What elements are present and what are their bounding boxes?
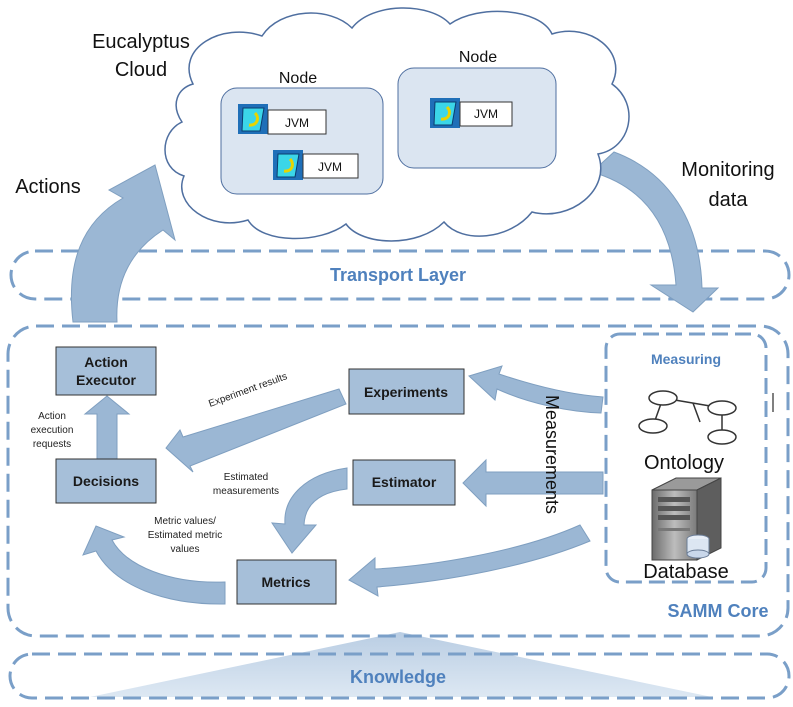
java-icon: [238, 104, 268, 134]
eucalyptus-cloud: Eucalyptus Cloud Node JVM JVM: [92, 7, 630, 242]
arrow-measuring-to-experiments: [468, 365, 604, 414]
node-2: Node JVM: [397, 49, 557, 169]
knowledge-label: Knowledge: [350, 667, 446, 687]
arrow-measuring-to-metrics: [348, 524, 591, 597]
svg-text:Metrics: Metrics: [261, 574, 310, 590]
loop-arrows: [70, 151, 720, 323]
action-requests-label: Action execution requests: [31, 411, 74, 450]
java-icon: [273, 150, 303, 180]
measuring-panel: [604, 332, 768, 584]
cloud-title-line1: Eucalyptus: [92, 31, 190, 53]
transport-layer: Transport Layer: [9, 249, 791, 301]
actions-label: Actions: [15, 176, 81, 198]
monitoring-label-line2: data: [709, 189, 749, 211]
svg-text:Estimated: Estimated: [224, 472, 268, 483]
cloud-title-line2: Cloud: [115, 59, 167, 81]
jvm-box: [459, 101, 513, 127]
java-icon: [430, 98, 460, 128]
jvm-label: JVM: [285, 116, 309, 130]
database-label: Database: [643, 561, 729, 583]
svg-text:Decisions: Decisions: [73, 473, 139, 489]
samm-core-label: SAMM Core: [667, 601, 768, 621]
experiments-box: Experiments: [348, 368, 465, 415]
svg-text:requests: requests: [33, 439, 71, 450]
metric-values-label: Metric values/ Estimated metric values: [148, 516, 222, 555]
arrow-measuring-to-estimator: [462, 458, 604, 508]
samm-core-border: [6, 324, 790, 638]
node-2-label: Node: [459, 49, 497, 66]
metrics-box: Metrics: [236, 559, 337, 605]
ontology-label: Ontology: [644, 452, 724, 474]
monitoring-label-line1: Monitoring: [681, 159, 774, 181]
svg-text:Action: Action: [38, 411, 66, 422]
transport-border: [9, 249, 791, 301]
samm-core: SAMM Core Measuring Ontology: [6, 324, 790, 638]
arrow-decisions-to-executor: [83, 395, 131, 460]
svg-text:execution: execution: [31, 425, 74, 436]
core-arrows: [82, 365, 604, 605]
transport-label: Transport Layer: [330, 265, 466, 285]
arrow-experiment-results: [165, 388, 347, 473]
svg-text:Estimator: Estimator: [372, 474, 437, 490]
svg-text:Action: Action: [84, 354, 128, 370]
knowledge-border: [8, 652, 791, 700]
knowledge-triangle: [90, 632, 712, 697]
jvm-label: JVM: [318, 160, 342, 174]
svg-text:measurements: measurements: [213, 486, 279, 497]
actions-arrow: [70, 164, 176, 323]
jvm-box: [302, 153, 359, 179]
svg-text:Estimated metric: Estimated metric: [148, 530, 222, 541]
database-server-icon: [651, 477, 722, 561]
jvm-box: [267, 109, 327, 135]
arrow-estimator-to-metrics: [271, 467, 348, 554]
estimator-box: Estimator: [352, 459, 456, 506]
arrow-metrics-to-decisions: [82, 525, 226, 605]
node-1: Node JVM JVM: [220, 70, 384, 195]
monitoring-arrow: [590, 151, 720, 313]
node-1-label: Node: [279, 70, 317, 87]
ontology-graph-icon: [638, 390, 737, 445]
jvm-label: JVM: [474, 107, 498, 121]
experiment-results-label: Experiment results: [207, 371, 289, 410]
measuring-title: Measuring: [651, 351, 721, 367]
action-executor-box: Action Executor: [55, 346, 157, 396]
knowledge-layer: Knowledge: [8, 632, 791, 700]
svg-text:Experiments: Experiments: [364, 384, 448, 400]
svg-text:values: values: [171, 544, 200, 555]
svg-text:Metric values/: Metric values/: [154, 516, 216, 527]
decisions-box: Decisions: [55, 458, 157, 504]
estimated-measurements-label: Estimated measurements: [213, 472, 279, 497]
measurements-label: Measurements: [542, 395, 562, 514]
svg-text:Executor: Executor: [76, 372, 136, 388]
